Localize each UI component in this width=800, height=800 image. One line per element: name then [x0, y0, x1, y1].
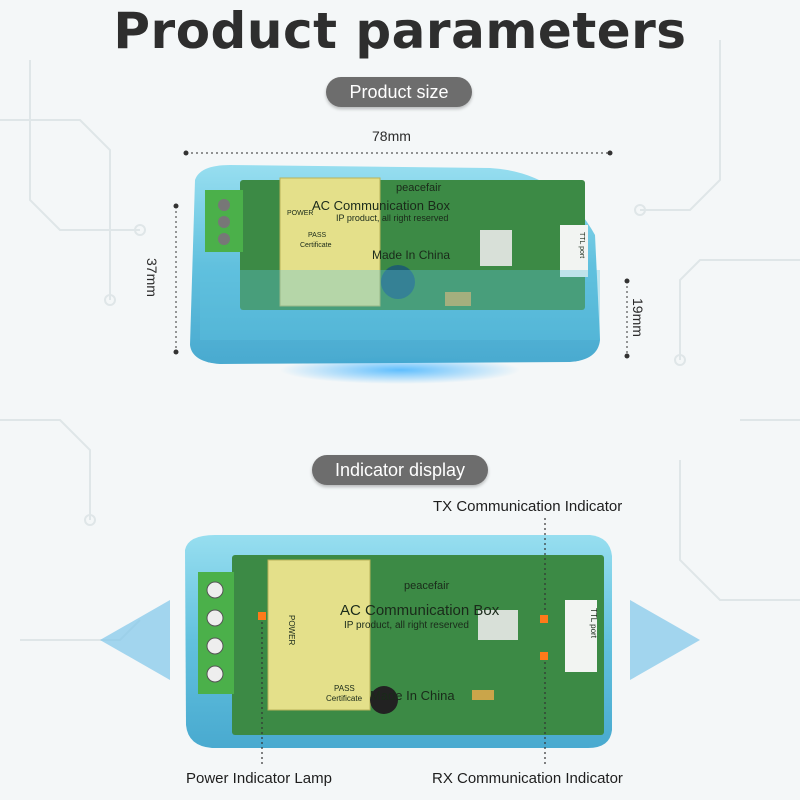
product-size-label: Product size [326, 77, 472, 107]
ttl-port-label-top: TTL port [578, 232, 585, 259]
made-in-label-bottom: Made In China [370, 688, 455, 703]
power-indicator-annotation: Power Indicator Lamp [186, 770, 332, 787]
bottom-device [185, 535, 612, 748]
brand-label-top: peacefair [396, 182, 442, 194]
rights-label-bottom: IP product, all right reserved [344, 620, 469, 631]
page-title: Product parameters [113, 2, 687, 60]
tx-indicator-led [540, 615, 548, 623]
rx-indicator-annotation: RX Communication Indicator [432, 770, 623, 787]
tx-indicator-annotation: TX Communication Indicator [433, 498, 623, 515]
length-dimension: 78mm [372, 128, 411, 144]
rx-indicator-led [540, 652, 548, 660]
dimension-lines [175, 152, 628, 356]
brand-label-bottom: peacefair [404, 580, 450, 592]
power-indicator-led [258, 612, 266, 620]
device-name-top: AC Communication Box [312, 198, 450, 213]
pass-label-top: PASS [308, 232, 327, 239]
indicator-display-label: Indicator display [312, 455, 488, 485]
power-label-top: POWER [287, 210, 314, 217]
made-in-label-top: Made In China [372, 248, 451, 262]
pass-label-bottom: PASS [334, 684, 355, 693]
certificate-label-top: Certificate [300, 242, 332, 249]
power-label-bottom: POWER [287, 615, 296, 646]
ttl-port-label-bottom: TTL port [589, 608, 598, 638]
rights-label-top: IP product, all right reserved [336, 213, 449, 223]
top-device [190, 165, 600, 364]
device-name-bottom: AC Communication Box [340, 602, 500, 619]
certificate-label-bottom: Certificate [326, 694, 363, 703]
